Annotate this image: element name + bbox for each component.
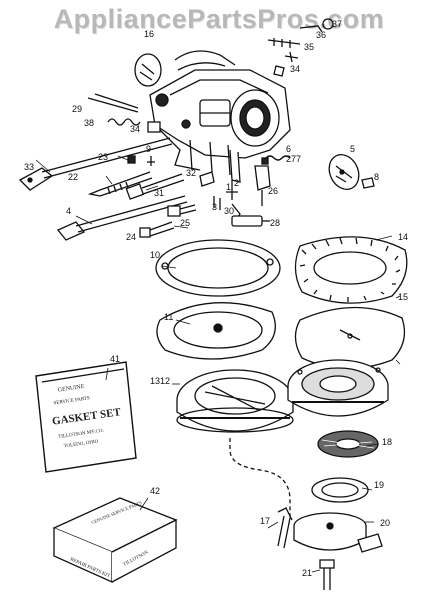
callout-9: 9 [146,144,151,154]
screw-24 [139,221,175,238]
screw-25 [167,204,197,217]
callout-11: 11 [164,312,173,322]
callout-8: 8 [374,172,379,182]
callout-21: 21 [302,568,312,578]
cover-12 [176,369,294,433]
alignment-line [229,438,291,520]
nut-23 [127,155,136,164]
screw-17 [277,507,293,549]
gasket-10 [155,239,281,297]
callout-36: 36 [316,30,326,40]
callout-25: 25 [180,218,190,228]
callout-23: 23 [98,152,108,162]
screw-parts-top-right [267,18,334,77]
throttle-shaft-33 [18,137,173,191]
callout-27: 27 [286,154,296,164]
gasket-15 [294,306,406,370]
screw-21 [319,559,335,590]
card-line2: SERVICE PARTS [53,396,90,406]
callout-24: 24 [126,232,136,242]
callout-28: 28 [270,218,280,228]
screw-31 [125,173,185,200]
part-32 [199,171,215,187]
part-3 [213,196,221,210]
spring-38 [107,118,161,133]
callout-41: 41 [110,354,120,364]
callout-35: 35 [304,42,314,52]
card-line1: GENUINE [58,384,86,394]
callout-29: 29 [72,104,82,114]
callout-6: 6 [286,144,291,154]
screw-8 [361,177,375,189]
card-line4: TOLEDO, OHIO [63,439,99,449]
callout-31: 31 [154,188,164,198]
callout-34: 34 [290,64,300,74]
callout-5: 5 [350,144,355,154]
callout-10: 10 [150,250,160,260]
callout-17: 17 [260,516,270,526]
spring-27 [261,155,291,165]
callout-18: 18 [382,437,392,447]
fitting-28 [231,215,270,227]
callout-20: 20 [380,518,390,528]
callout-4: 4 [66,206,71,216]
carburetor-body [149,50,291,183]
pump-cover-16 [287,359,389,417]
screen-18 [317,430,379,458]
callout-37: 37 [332,19,342,29]
callout-33: 33 [24,162,34,172]
callout-32: 32 [186,168,196,178]
pin-2 [226,180,238,200]
callout-34: 34 [130,124,140,134]
callout-3: 3 [212,202,217,212]
gasket-19 [311,477,369,503]
callout-16: 16 [144,29,154,39]
needle-screw-22 [87,171,153,197]
repair-kit-box-42 [52,497,178,584]
diaphragm-11 [156,302,276,360]
callout-42: 42 [150,486,160,496]
callout-15: 15 [398,292,408,302]
callout-38: 38 [84,118,94,128]
callout-7: 7 [296,154,301,164]
gasket-set-card-41 [35,361,137,473]
callout-26: 26 [268,186,278,196]
throttle-plate-16 [134,53,162,87]
rod-29 [87,93,139,113]
gasket-14 [294,236,408,304]
callout-22: 22 [68,172,78,182]
choke-plate-5 [328,153,360,191]
callout-1: 1 [226,182,231,192]
callout-2: 2 [234,178,239,188]
fitting-26 [254,165,271,206]
callout-14: 14 [398,232,408,242]
leader-lines [35,155,401,573]
callout-19: 19 [374,480,384,490]
pin-9 [147,156,155,166]
callout-13: 13 [150,376,160,386]
choke-shaft-4 [56,195,188,241]
callout-30: 30 [224,206,234,216]
fuel-inlet-cover-20 [293,512,383,553]
callout-12: 12 [160,376,170,386]
card-line3: TILLOTSON M'F.CO. [58,429,104,440]
